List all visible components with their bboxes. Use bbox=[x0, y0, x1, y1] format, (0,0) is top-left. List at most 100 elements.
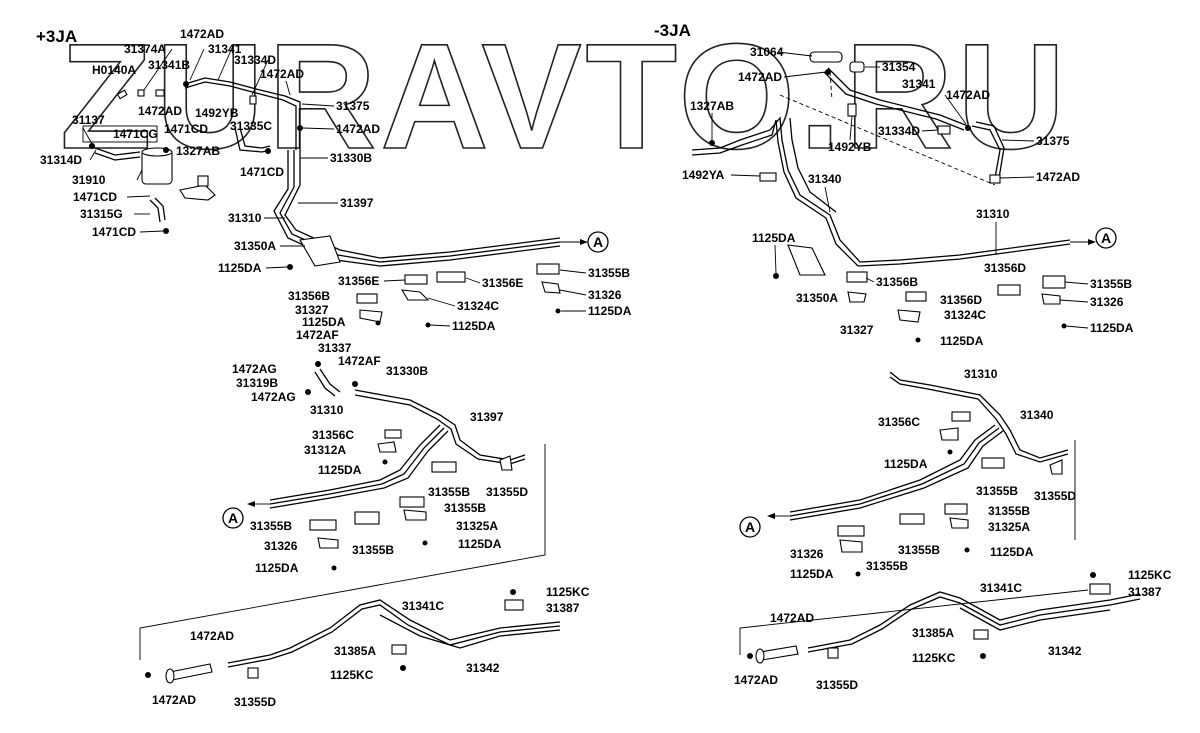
bracket-31350a-right-icon bbox=[787, 244, 826, 276]
part-label: 31356E bbox=[338, 274, 379, 288]
part-label: 31355B bbox=[588, 266, 630, 280]
part-label: H0140A bbox=[92, 63, 136, 77]
part-label: 31334D bbox=[234, 53, 276, 67]
part-label: 1125DA bbox=[884, 457, 928, 471]
part-label: 1472AF bbox=[296, 328, 339, 342]
part-label: 31375 bbox=[1036, 134, 1070, 148]
part-label: 31324C bbox=[944, 308, 986, 322]
part-label: 31356D bbox=[984, 261, 1026, 275]
svg-text:A: A bbox=[1101, 230, 1111, 246]
part-label: 31327 bbox=[295, 303, 329, 317]
part-label: 31310 bbox=[964, 367, 998, 381]
part-label: 31355B bbox=[428, 485, 470, 499]
svg-text:A: A bbox=[228, 510, 238, 526]
right-middle-assembly bbox=[739, 371, 1089, 655]
part-label: 31334D bbox=[878, 124, 920, 138]
part-label: 1125DA bbox=[752, 231, 796, 245]
part-label: 1125DA bbox=[990, 545, 1034, 559]
part-label: 1327AB bbox=[176, 144, 220, 158]
part-label: 31315G bbox=[80, 207, 123, 221]
part-label: 1472AD bbox=[138, 104, 182, 118]
part-label: 31355B bbox=[250, 519, 292, 533]
part-label: 31355D bbox=[816, 678, 858, 692]
leader-lines bbox=[82, 47, 1089, 329]
part-label: 1471CD bbox=[164, 122, 208, 136]
part-label: 1471CD bbox=[73, 190, 117, 204]
part-label: 31356B bbox=[288, 289, 330, 303]
right-bottom-assembly bbox=[747, 572, 1141, 664]
part-label: 31319B bbox=[236, 376, 278, 390]
part-label: 31325A bbox=[988, 520, 1030, 534]
hose-1472ad-right-icon bbox=[759, 645, 799, 661]
part-label: 31355B bbox=[988, 504, 1030, 518]
part-label: 31387 bbox=[1128, 585, 1162, 599]
ref-marker-left-top: A bbox=[587, 231, 609, 253]
left-middle-assembly bbox=[139, 361, 546, 660]
clip-31356e-2-icon bbox=[436, 271, 466, 283]
part-label: 31387 bbox=[546, 601, 580, 615]
part-label: 1492YA bbox=[682, 168, 725, 182]
part-label: 31341C bbox=[402, 599, 444, 613]
part-label: 31375 bbox=[336, 99, 370, 113]
part-label: 31910 bbox=[72, 173, 106, 187]
part-label: 1472AG bbox=[232, 362, 277, 376]
part-label: 1125DA bbox=[588, 304, 632, 318]
part-label: 1471CD bbox=[240, 165, 284, 179]
variant-header-left: +3JA bbox=[36, 27, 77, 46]
part-label: 31397 bbox=[470, 410, 504, 424]
part-label: 31356E bbox=[482, 276, 523, 290]
part-label: 1472AF bbox=[338, 354, 381, 368]
part-label: 31324C bbox=[457, 299, 499, 313]
bracket-31350a-icon bbox=[299, 235, 341, 267]
part-label: 1472AD bbox=[734, 673, 778, 687]
part-label: 31342 bbox=[1048, 644, 1082, 658]
part-label: 31341B bbox=[148, 58, 190, 72]
part-label: 31355B bbox=[352, 543, 394, 557]
part-label: 31341 bbox=[208, 42, 242, 56]
part-label: 31340 bbox=[808, 172, 842, 186]
part-label: 1472AD bbox=[180, 27, 224, 41]
part-label: 1125DA bbox=[1090, 321, 1134, 335]
part-label: 1492YB bbox=[195, 106, 239, 120]
part-label: 31310 bbox=[976, 207, 1010, 221]
part-label: 1125DA bbox=[452, 319, 496, 333]
part-label: 31326 bbox=[790, 547, 824, 561]
part-label: 31326 bbox=[588, 288, 622, 302]
part-label: 31337 bbox=[318, 341, 352, 355]
part-label: 31342 bbox=[466, 661, 500, 675]
right-labels: 31064 31354 1472AD 31341 1472AD 1327AB 3… bbox=[682, 45, 1172, 692]
part-label: 31355B bbox=[444, 501, 486, 515]
part-label: 31312A bbox=[304, 443, 346, 457]
part-label: 1327AB bbox=[690, 99, 734, 113]
hose-1472ad-icon bbox=[169, 663, 213, 681]
part-label: 31355D bbox=[234, 695, 276, 709]
part-label: 31385A bbox=[334, 644, 376, 658]
part-label: 31354 bbox=[882, 60, 916, 74]
part-label: 31350A bbox=[796, 291, 838, 305]
part-label: 31397 bbox=[340, 196, 374, 210]
part-label: 31341 bbox=[902, 77, 936, 91]
part-label: 1472AD bbox=[152, 693, 196, 707]
svg-text:A: A bbox=[593, 234, 603, 250]
variant-header-right: -3JA bbox=[654, 21, 691, 40]
part-label: 1125DA bbox=[302, 315, 346, 329]
part-label: 1472AD bbox=[770, 611, 814, 625]
watermark-text: ZURAVTO.RU bbox=[60, 12, 1069, 180]
left-labels: 1472AD 31374A 31341 H0140A 31341B 31334D… bbox=[40, 27, 632, 709]
part-label: 1472AD bbox=[260, 67, 304, 81]
part-label: 31355B bbox=[866, 559, 908, 573]
part-label: 1125KC bbox=[330, 668, 374, 682]
part-label: 31355B bbox=[1090, 277, 1132, 291]
part-label: 31310 bbox=[228, 211, 262, 225]
part-label: 31350A bbox=[234, 239, 276, 253]
part-label: 31340 bbox=[1020, 408, 1054, 422]
part-label: 31335C bbox=[230, 119, 272, 133]
part-label: 31356B bbox=[876, 275, 918, 289]
part-label: 1125DA bbox=[790, 567, 834, 581]
part-label: 31310 bbox=[310, 403, 344, 417]
part-label: 1125KC bbox=[912, 651, 956, 665]
part-label: 31356C bbox=[312, 428, 354, 442]
part-label: 31374A bbox=[124, 42, 166, 56]
part-label: 1125KC bbox=[1128, 568, 1172, 582]
